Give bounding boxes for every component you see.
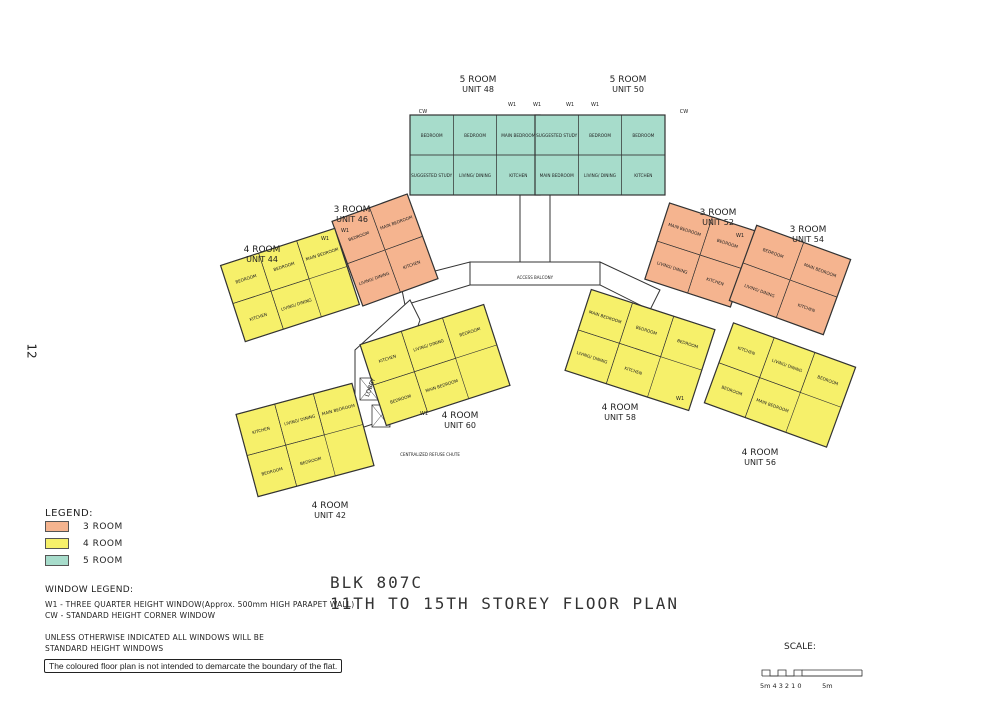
room-label: BEDROOM (464, 133, 486, 138)
unit-type-label: 4 ROOM (244, 245, 281, 255)
legend-item-5-room: 5 ROOM (45, 555, 123, 567)
scale-ticks: 5m 4 3 2 1 0 5m (760, 682, 833, 690)
room-label: BEDROOM (389, 393, 412, 405)
window-w1-label: W1 (420, 411, 428, 417)
room-label: BEDROOM (421, 133, 443, 138)
block-title: BLK 807C (330, 573, 424, 592)
unit-type-label: 4 ROOM (602, 403, 639, 413)
unit-number-label: UNIT 56 (744, 458, 776, 467)
unit-type-label: 5 ROOM (460, 75, 497, 85)
room-label: KITCHEN (737, 345, 756, 356)
corridor-0 (469, 261, 601, 286)
window-w1-label: W1 (321, 236, 329, 242)
room-label: KITCHEN (624, 366, 643, 376)
room-label: KITCHEN (252, 426, 271, 436)
legend-title: LEGEND: (45, 508, 94, 519)
legend-swatch-5-room (45, 555, 69, 566)
legend-label: 4 ROOM (83, 539, 123, 549)
window-w1-label: W1 (508, 102, 516, 108)
corridor-1 (519, 194, 551, 263)
unit-type-label: 3 ROOM (700, 208, 737, 218)
plan-title: 11TH TO 15TH STOREY FLOOR PLAN (330, 594, 679, 613)
disclaimer: The coloured floor plan is not intended … (44, 659, 343, 673)
window-w1-label: W1 (591, 102, 599, 108)
room-label: BEDROOM (235, 273, 258, 285)
room-label: BEDROOM (676, 338, 699, 350)
window-w1-label: W1 (566, 102, 574, 108)
unit-number-label: UNIT 44 (246, 255, 278, 264)
unit-number-label: UNIT 46 (336, 215, 368, 224)
unit-type-label: 5 ROOM (610, 75, 647, 85)
room-label: KITCHEN (509, 173, 527, 178)
access-balcony-label: ACCESS BALCONY (517, 275, 554, 280)
page-number: 12 (24, 343, 39, 359)
room-label: BEDROOM (459, 326, 482, 338)
window-w1-label: W1 (736, 233, 744, 239)
room-label: BEDROOM (299, 456, 322, 467)
legend-swatch-3-room (45, 521, 69, 532)
unit-unit-50: SUGGESTED STUDY BEDROOM BEDROOM MAIN BEDROO… (534, 114, 666, 196)
legend-label: 3 ROOM (83, 522, 123, 532)
window-cw-label: CW (419, 109, 427, 115)
room-label: SUGGESTED STUDY (536, 133, 578, 138)
window-w1-label: W1 (341, 228, 349, 234)
unit-unit-48: BEDROOM BEDROOM MAIN BEDROOM SUGGESTED STUD… (409, 114, 541, 196)
unit-type-label: 3 ROOM (334, 205, 371, 215)
unit-type-label: 4 ROOM (742, 448, 779, 458)
window-legend-w1: W1 - THREE QUARTER HEIGHT WINDOW(Approx.… (45, 600, 355, 609)
legend-item-3-room: 3 ROOM (45, 521, 123, 533)
window-cw-label: CW (680, 109, 688, 115)
room-label: BEDROOM (261, 466, 284, 477)
room-label: BEDROOM (632, 133, 654, 138)
window-w1-label: W1 (676, 396, 684, 402)
room-label: BEDROOM (635, 325, 658, 337)
room-label: KITCHEN (249, 312, 268, 322)
room-label: KITCHEN (797, 302, 816, 313)
room-label: MAIN BEDROOM (501, 133, 535, 138)
unit-type-label: 3 ROOM (790, 225, 827, 235)
unit-number-label: UNIT 42 (314, 511, 346, 520)
unit-number-label: UNIT 50 (612, 85, 644, 94)
room-label: KITCHEN (634, 173, 652, 178)
legend-swatch-4-room (45, 538, 69, 549)
legend-item-4-room: 4 ROOM (45, 538, 123, 550)
unit-number-label: UNIT 54 (792, 235, 824, 244)
window-legend-title: WINDOW LEGEND: (45, 585, 134, 595)
room-label: BEDROOM (716, 238, 739, 250)
scale-bar (761, 669, 863, 677)
room-label: MAIN BEDROOM (540, 173, 574, 178)
room-label: LIVING/ DINING (584, 173, 616, 178)
window-legend-cw: CW - STANDARD HEIGHT CORNER WINDOW (45, 611, 216, 620)
unit-type-label: 4 ROOM (442, 411, 479, 421)
legend-label: 5 ROOM (83, 556, 123, 566)
corridor-2 (399, 261, 471, 306)
window-w1-label: W1 (533, 102, 541, 108)
unit-type-label: 4 ROOM (312, 501, 349, 511)
unit-number-label: UNIT 52 (702, 218, 734, 227)
unit-number-label: UNIT 58 (604, 413, 636, 422)
room-label: BEDROOM (273, 261, 296, 273)
window-note: UNLESS OTHERWISE INDICATED ALL WINDOWS W… (45, 633, 265, 653)
room-label: SUGGESTED STUDY (411, 173, 453, 178)
refuse-chute-label: CENTRALIZED REFUSE CHUTE (400, 452, 460, 457)
unit-number-label: UNIT 48 (462, 85, 494, 94)
unit-number-label: UNIT 60 (444, 421, 476, 430)
room-label: KITCHEN (402, 259, 421, 270)
room-label: KITCHEN (378, 353, 397, 363)
room-label: KITCHEN (706, 276, 725, 286)
scale-label: SCALE: (784, 642, 816, 652)
room-label: BEDROOM (589, 133, 611, 138)
room-label: LIVING/ DINING (459, 173, 491, 178)
